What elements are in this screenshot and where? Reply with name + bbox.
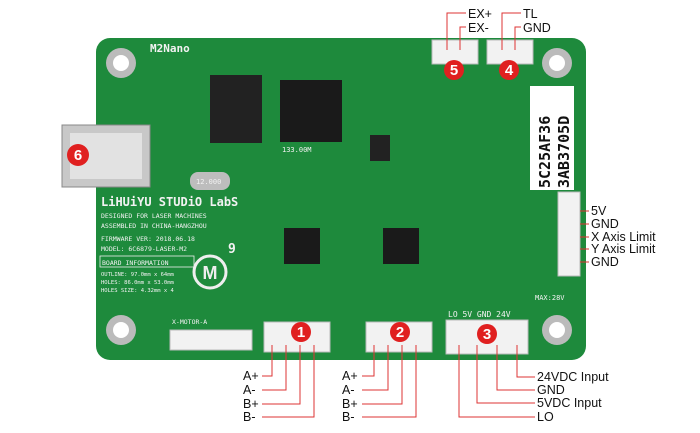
m-logo-letter: M xyxy=(203,263,218,283)
label-a-plus: A+ xyxy=(342,369,358,383)
label-lo: LO xyxy=(537,410,554,424)
marker-5: 5 xyxy=(444,60,464,80)
motor-label: X-MOTOR-A xyxy=(172,318,207,326)
label-tl: TL xyxy=(523,7,538,21)
label-gnd: GND xyxy=(591,217,619,231)
connector-labels: EX+ EX- TL GND 5V GND X Axis Limit Y Axi… xyxy=(243,7,656,424)
eeprom-chip xyxy=(370,135,390,161)
label-b-plus: B+ xyxy=(342,397,358,411)
crystal-label: 12.000 xyxy=(196,178,221,186)
label-b-minus: B- xyxy=(243,410,256,424)
leader-lines xyxy=(262,12,589,418)
label-a-minus: A- xyxy=(243,383,256,397)
power-header-label: LO 5V GND 24V xyxy=(448,310,511,319)
label-ex-minus: EX- xyxy=(468,21,489,35)
outline-text: OUTLINE: 97.0mm x 64mm xyxy=(101,272,175,278)
label-gnd: GND xyxy=(591,255,619,269)
firmware-text: FIRMWARE VER: 2018.06.18 xyxy=(101,235,195,243)
mounting-holes xyxy=(106,48,572,345)
svg-text:2: 2 xyxy=(396,324,404,341)
svg-text:1: 1 xyxy=(297,324,305,341)
mcu-chip xyxy=(280,80,342,142)
svg-text:4: 4 xyxy=(505,62,514,79)
silk-line: ASSEMBLED IN CHINA-HANGZHOU xyxy=(101,222,207,230)
marker-3: 3 xyxy=(477,324,497,344)
label-b-minus: B- xyxy=(342,410,355,424)
svg-text:5C25AF36: 5C25AF36 xyxy=(536,116,554,188)
label-gnd: GND xyxy=(537,383,565,397)
marker-6: 6 xyxy=(67,144,89,166)
max-voltage-label: MAX:28V xyxy=(535,294,565,302)
label-ex-plus: EX+ xyxy=(468,7,492,21)
marker-4: 4 xyxy=(499,60,519,80)
label-y-limit: Y Axis Limit xyxy=(591,242,656,256)
label-a-minus: A- xyxy=(342,383,355,397)
marker-2: 2 xyxy=(390,322,410,342)
logo-text: M2Nano xyxy=(150,42,190,55)
board-info-title: BOARD INFORMATION xyxy=(102,259,169,267)
driver-chip-x xyxy=(284,228,320,264)
marker-1: 1 xyxy=(291,322,311,342)
usb-chip xyxy=(210,75,262,143)
model-suffix: 9 xyxy=(228,242,236,257)
holes-text: HOLES: 86.0mm x 53.0mm xyxy=(101,280,175,286)
silk-line: DESIGNED FOR LASER MACHINES xyxy=(101,212,207,220)
label-24vdc: 24VDC Input xyxy=(537,370,609,384)
holes-size-text: HOLES SIZE: 4.32mm x 4 xyxy=(101,288,175,294)
m-logo xyxy=(192,254,228,290)
svg-text:3AB3705D: 3AB3705D xyxy=(555,116,573,188)
mcu-label: 133.00M xyxy=(282,146,312,154)
label-a-plus: A+ xyxy=(243,369,259,383)
brand-text: LiHUiYU STUDiO LabS xyxy=(101,195,238,209)
model-text: MODEL: 6C6879-LASER-M2 xyxy=(101,245,187,253)
driver-chip-y xyxy=(383,228,419,264)
svg-text:5: 5 xyxy=(450,62,458,79)
label-5vdc: 5VDC Input xyxy=(537,396,602,410)
crystal xyxy=(190,172,230,190)
label-5v: 5V xyxy=(591,204,607,218)
chip-id-label: 5C25AF36 3AB3705D xyxy=(530,86,574,190)
svg-text:3: 3 xyxy=(483,326,491,343)
label-b-plus: B+ xyxy=(243,397,259,411)
svg-text:6: 6 xyxy=(74,147,82,164)
label-gnd: GND xyxy=(523,21,551,35)
label-x-limit: X Axis Limit xyxy=(591,230,656,244)
